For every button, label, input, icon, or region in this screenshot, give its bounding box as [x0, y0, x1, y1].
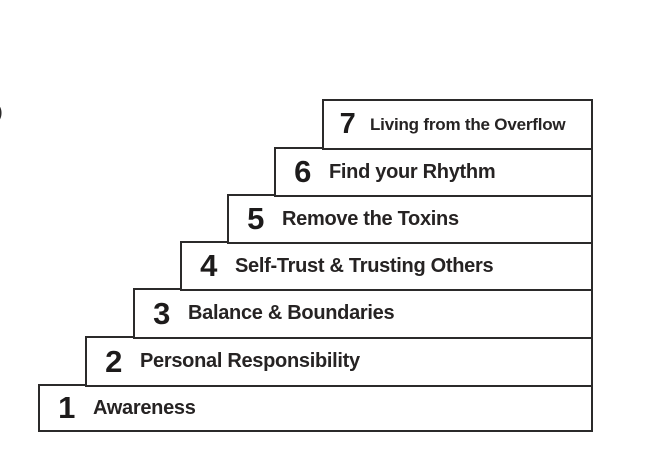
step-number: 1 — [58, 390, 75, 426]
step-label: Remove the Toxins — [282, 207, 459, 230]
step-label: Find your Rhythm — [329, 160, 496, 183]
step-label: Self-Trust & Trusting Others — [235, 254, 494, 277]
step-number: 3 — [153, 295, 170, 331]
step-box-4: 4 Self-Trust & Trusting Others — [180, 241, 593, 291]
step-box-1: 1 Awareness — [38, 384, 593, 432]
step-number: 7 — [339, 107, 356, 140]
step-number: 2 — [105, 343, 122, 379]
step-number: 4 — [200, 248, 217, 284]
step-box-3: 3 Balance & Boundaries — [133, 288, 593, 339]
step-box-7: 7 Living from the Overflow — [322, 99, 593, 150]
step-box-6: 6 Find your Rhythm — [274, 147, 593, 197]
step-label: Personal Responsibility — [140, 350, 360, 373]
step-label: Awareness — [93, 396, 196, 419]
step-number: 6 — [294, 154, 311, 190]
edge-artifact-glyph: ) — [0, 103, 2, 122]
step-box-2: 2 Personal Responsibility — [85, 336, 593, 387]
step-label: Balance & Boundaries — [188, 302, 395, 325]
step-label: Living from the Overflow — [370, 114, 566, 134]
step-number: 5 — [247, 201, 264, 237]
step-box-5: 5 Remove the Toxins — [227, 194, 593, 244]
